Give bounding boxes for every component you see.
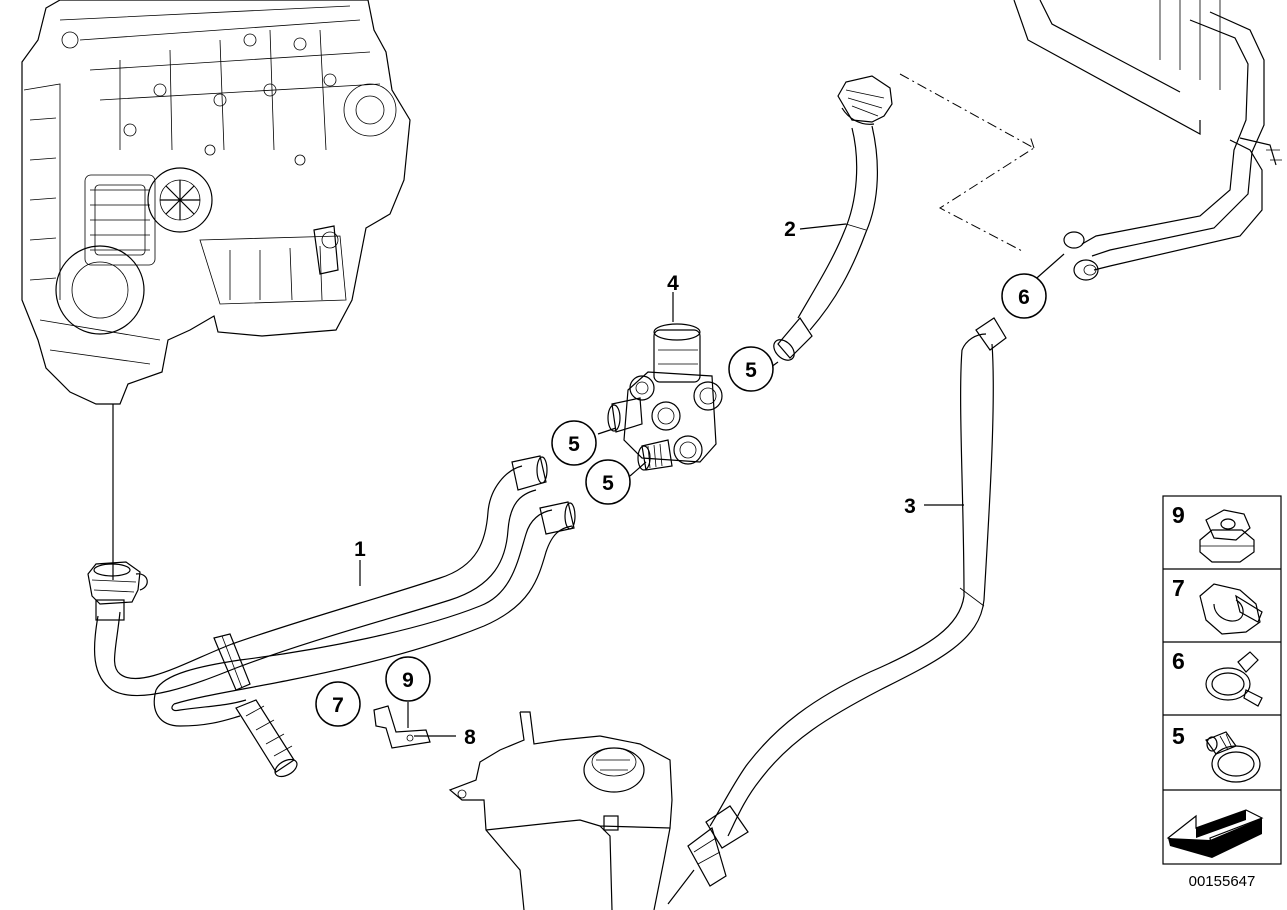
callout-9-circle: 9 xyxy=(385,656,431,702)
callout-6-circle: 6 xyxy=(1001,273,1047,319)
callout-5c: 5 xyxy=(602,472,614,495)
bracket-8-illustration xyxy=(373,705,431,749)
expansion-tank-illustration xyxy=(448,711,673,910)
callout-8: 8 xyxy=(464,726,476,749)
valve-4-illustration xyxy=(607,323,723,471)
hose-2-illustration xyxy=(773,75,893,361)
reference-frame-lines xyxy=(899,73,1035,253)
legend-label-5: 5 xyxy=(1172,723,1185,749)
callout-3: 3 xyxy=(904,495,916,518)
callout-7-circle: 7 xyxy=(315,681,361,727)
hose-1-illustration xyxy=(87,455,576,778)
callout-4: 4 xyxy=(667,272,679,295)
legend-label-7: 7 xyxy=(1172,575,1185,601)
clamp-icon xyxy=(1199,583,1263,635)
callout-5a: 5 xyxy=(745,359,757,382)
callout-5b-circle: 5 xyxy=(551,420,597,466)
legend-label-9: 9 xyxy=(1172,502,1185,528)
engine-block-illustration xyxy=(21,0,411,405)
legend-panel: 9 7 6 xyxy=(1162,495,1282,865)
legend-row-6: 6 xyxy=(1172,648,1263,707)
legend-row-7: 7 xyxy=(1172,575,1263,635)
callout-5c-leader xyxy=(629,461,647,477)
callout-7: 7 xyxy=(332,694,344,717)
heater-core-illustration xyxy=(1013,0,1282,281)
hex-nut-icon xyxy=(1199,509,1255,563)
legend-row-5: 5 xyxy=(1172,723,1261,783)
hose-clamp-icon xyxy=(1205,731,1261,783)
callout-9: 9 xyxy=(402,669,414,692)
callout-5c-circle: 5 xyxy=(585,459,631,505)
callout-2-leader xyxy=(799,223,847,230)
direction-arrow-icon xyxy=(1166,809,1264,858)
callout-6: 6 xyxy=(1018,286,1030,309)
callout-5b: 5 xyxy=(568,433,580,456)
hose-3-illustration xyxy=(687,317,1007,887)
diagram-id: 00155647 xyxy=(1189,873,1256,890)
legend-row-9: 9 xyxy=(1172,502,1255,563)
callout-2: 2 xyxy=(784,218,796,241)
callout-1: 1 xyxy=(354,538,366,561)
hose-3-bottom-line xyxy=(667,869,695,905)
spring-clamp-icon xyxy=(1205,651,1263,707)
legend-label-6: 6 xyxy=(1172,648,1185,674)
callout-5a-circle: 5 xyxy=(728,346,774,392)
callout-5b-leader xyxy=(597,427,617,435)
